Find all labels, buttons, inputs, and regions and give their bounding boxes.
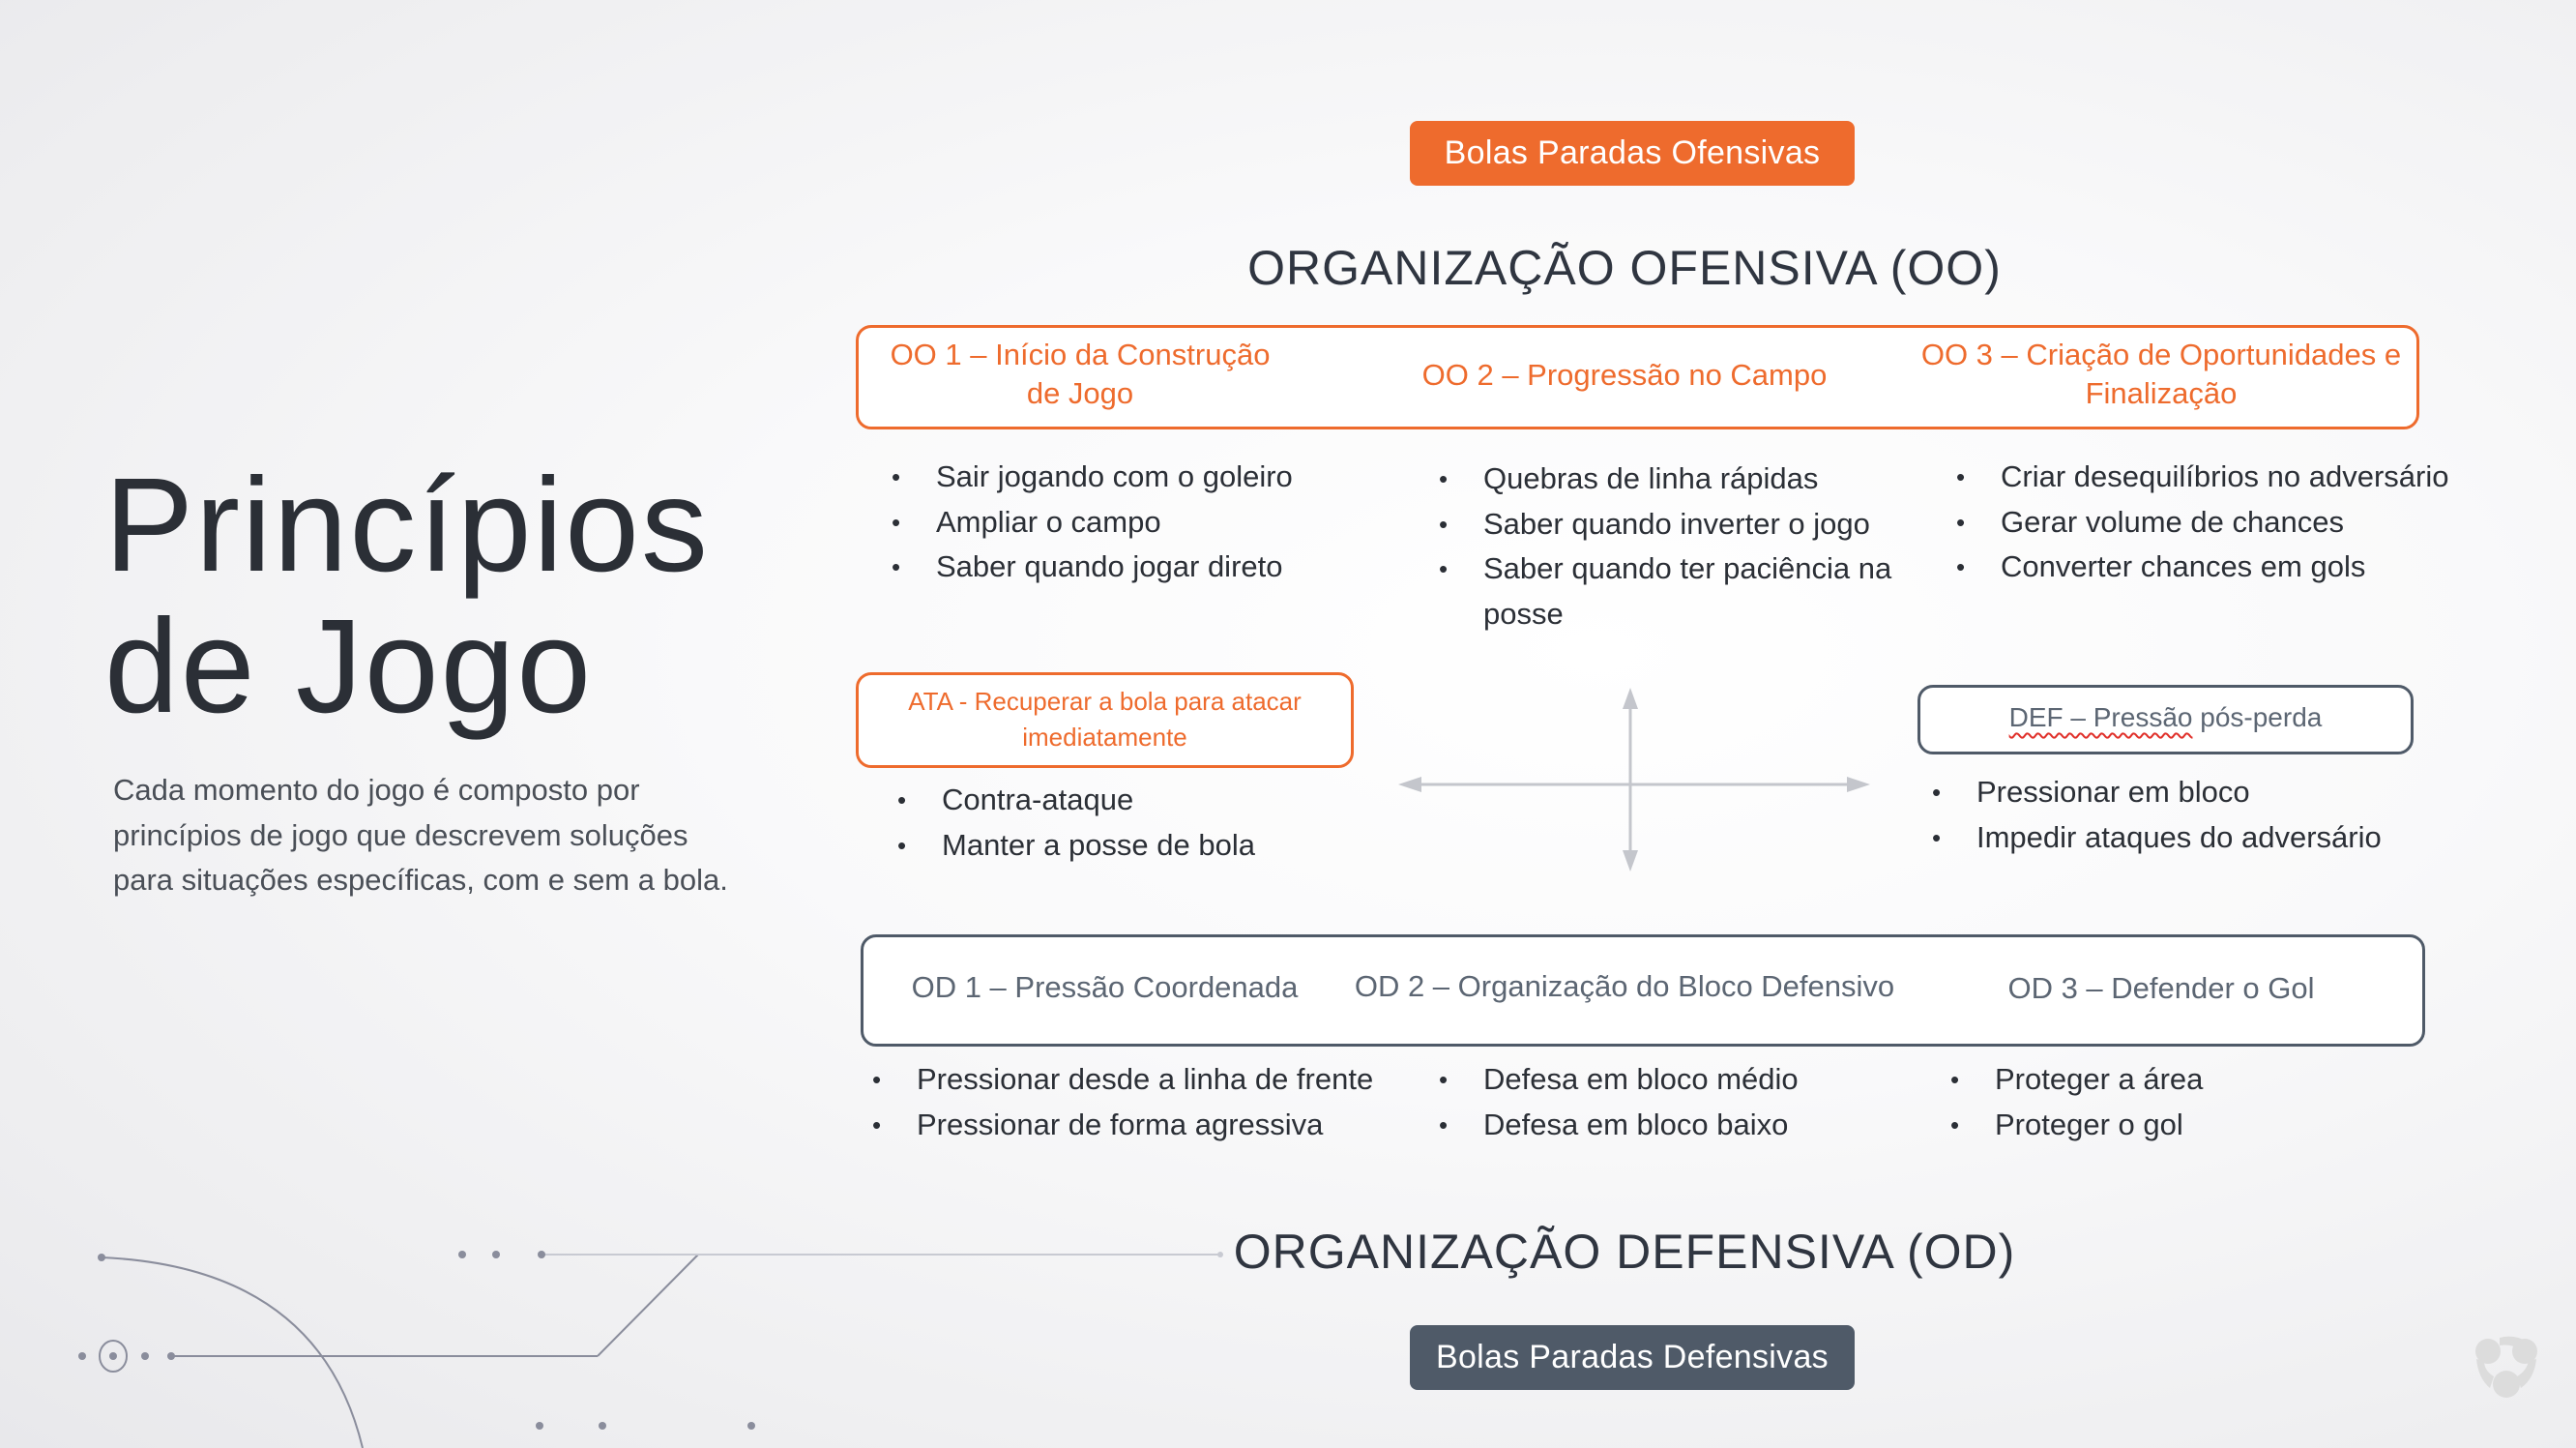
list-item: Saber quando jogar direto	[892, 545, 1293, 590]
defense-header-rest: pós-perda	[2192, 702, 2323, 732]
title-line-1: Princípios	[104, 451, 710, 600]
offensive-set-pieces-button[interactable]: Bolas Paradas Ofensivas	[1410, 121, 1855, 186]
list-item: Contra-ataque	[897, 778, 1255, 823]
od2-list: Defesa em bloco médio Defesa em bloco ba…	[1439, 1057, 1799, 1147]
defense-transition-box	[1917, 685, 2414, 754]
od3-header: OD 3 – Defender o Gol	[2007, 971, 2315, 1005]
list-item: Gerar volume de chances	[1956, 500, 2449, 546]
list-item: Manter a posse de bola	[897, 823, 1255, 869]
list-item: Quebras de linha rápidas	[1439, 457, 1942, 502]
list-item: Pressionar de forma agressiva	[872, 1103, 1373, 1148]
transition-arrows-icon	[1398, 688, 1870, 872]
list-item: Saber quando inverter o jogo	[1439, 502, 1942, 547]
list-item: Converter chances em gols	[1956, 545, 2449, 590]
list-item: Criar desequilíbrios no adversário	[1956, 455, 2449, 500]
page-title: Princípios de Jogo	[104, 455, 710, 737]
oo2-list: Quebras de linha rápidas Saber quando in…	[1439, 457, 1942, 636]
attack-transition-header: ATA - Recuperar a bola para atacar imedi…	[908, 687, 1302, 752]
od1-list: Pressionar desde a linha de frente Press…	[872, 1057, 1373, 1147]
list-item: Impedir ataques do adversário	[1932, 815, 2382, 861]
defensive-organization-title: ORGANIZAÇÃO DEFENSIVA (OD)	[1233, 1225, 2016, 1279]
oo3-list: Criar desequilíbrios no adversário Gerar…	[1956, 455, 2449, 590]
defense-transition-list: Pressionar em bloco Impedir ataques do a…	[1932, 770, 2382, 860]
offensive-organization-title: ORGANIZAÇÃO OFENSIVA (OO)	[1247, 241, 2002, 295]
offensive-phases-box	[856, 325, 2419, 429]
list-item: Defesa em bloco baixo	[1439, 1103, 1799, 1148]
list-item: Pressionar em bloco	[1932, 770, 2382, 815]
list-item: Ampliar o campo	[892, 500, 1293, 546]
description: Cada momento do jogo é composto por prin…	[113, 773, 728, 897]
list-item: Saber quando ter paciência na posse	[1439, 547, 1942, 636]
defensive-phases-box	[861, 934, 2425, 1047]
defense-header-underlined: DEF – Pressão	[2008, 702, 2193, 732]
title-line-2: de Jogo	[104, 592, 594, 741]
attack-transition-box	[856, 672, 1354, 768]
oo1-header: OO 1 – Início da Construção de Jogo	[890, 338, 1271, 410]
brand-logo-icon	[2475, 1336, 2537, 1398]
defensive-set-pieces-button[interactable]: Bolas Paradas Defensivas	[1410, 1325, 1855, 1390]
oo1-list: Sair jogando com o goleiro Ampliar o cam…	[892, 455, 1293, 590]
od3-list: Proteger a área Proteger o gol	[1950, 1057, 2203, 1147]
defense-transition-header: DEF – Pressão pós-perda	[1917, 698, 2414, 737]
od2-header: OD 2 – Organização do Bloco Defensivo	[1354, 969, 1895, 1003]
list-item: Pressionar desde a linha de frente	[872, 1057, 1373, 1103]
list-item: Defesa em bloco médio	[1439, 1057, 1799, 1103]
list-item: Proteger a área	[1950, 1057, 2203, 1103]
oo3-header: OO 3 – Criação de Oportunidades e Finali…	[1920, 338, 2402, 410]
od1-header: OD 1 – Pressão Coordenada	[911, 970, 1299, 1004]
list-item: Proteger o gol	[1950, 1103, 2203, 1148]
oo2-header: OO 2 – Progressão no Campo	[1421, 358, 1828, 392]
list-item: Sair jogando com o goleiro	[892, 455, 1293, 500]
attack-transition-list: Contra-ataque Manter a posse de bola	[897, 778, 1255, 868]
